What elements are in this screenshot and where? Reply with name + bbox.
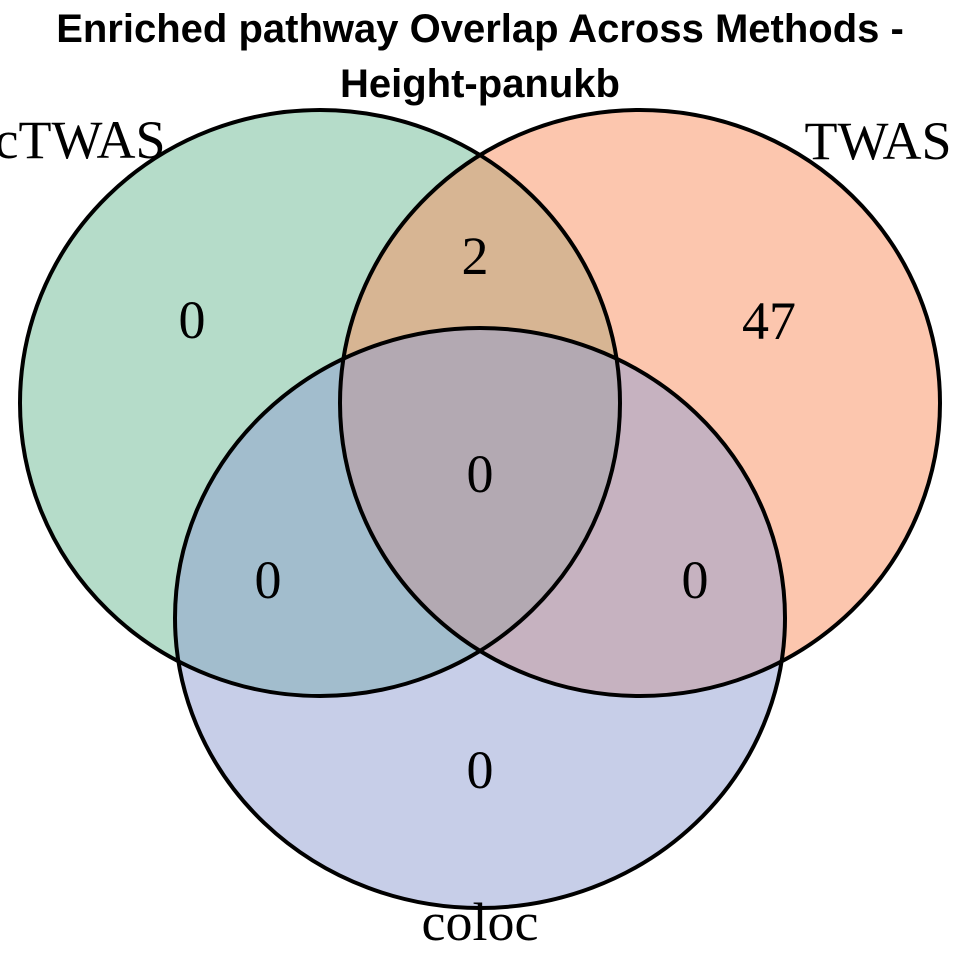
set-label-coloc: coloc	[421, 892, 539, 952]
count-ctwas-coloc: 0	[254, 550, 282, 610]
set-label-twas: TWAS	[804, 111, 952, 171]
count-twas-only: 47	[742, 291, 796, 351]
coloc-circle-outline	[173, 326, 787, 910]
set-label-ctwas: cTWAS	[0, 110, 166, 170]
twas-circle-outline	[338, 108, 942, 698]
coloc-circle-fill	[175, 328, 785, 908]
count-ctwas-twas: 2	[461, 226, 489, 286]
ctwas-circle-outline	[18, 108, 622, 698]
count-twas-coloc: 0	[681, 550, 709, 610]
chart-title-line1: Enriched pathway Overlap Across Methods …	[56, 7, 904, 51]
count-ctwas-twas-coloc: 0	[466, 444, 494, 504]
chart-title-line2: Height-panukb	[340, 62, 620, 106]
count-ctwas-only: 0	[178, 290, 206, 350]
count-coloc-only: 0	[466, 740, 494, 800]
chart-title: Enriched pathway Overlap Across Methods …	[0, 2, 960, 112]
